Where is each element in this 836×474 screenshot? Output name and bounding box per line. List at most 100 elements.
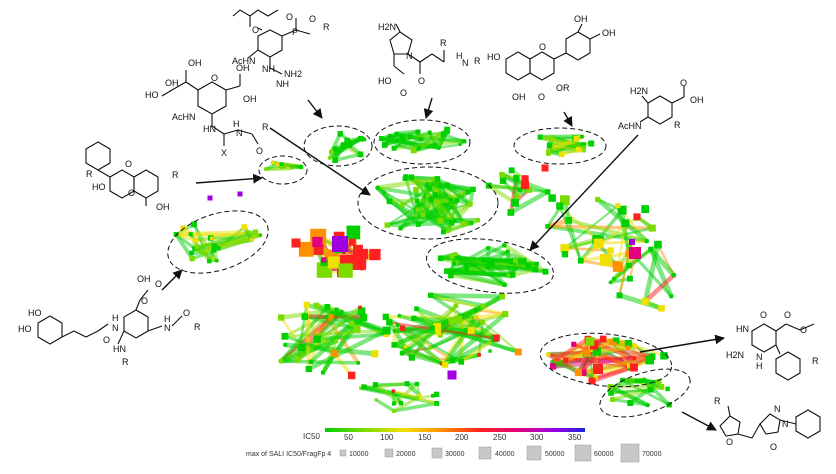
size-legend-value: 50000 — [545, 451, 565, 458]
cluster-ellipse-aminobenzoic — [426, 238, 554, 294]
network-node — [549, 135, 555, 141]
atom-label: O — [726, 437, 733, 447]
network-node — [440, 131, 447, 138]
network-edge — [415, 132, 444, 152]
network-node — [599, 335, 607, 343]
network-node — [403, 344, 408, 349]
structure-caffeic: HO HO OH O O H N O HN R O H N R — [18, 274, 201, 367]
network-node — [437, 146, 441, 150]
network-edge — [642, 242, 661, 304]
size-legend-value: 30000 — [445, 451, 465, 458]
network-node — [339, 310, 344, 314]
network-node — [474, 316, 478, 320]
network-node — [488, 349, 492, 353]
network-edge — [392, 343, 447, 366]
network-node — [392, 408, 396, 413]
network-node — [305, 365, 312, 373]
arrow-quercetin — [563, 111, 573, 127]
network-edge — [442, 311, 508, 367]
atom-label: N — [406, 51, 413, 61]
network-node — [448, 219, 455, 226]
network-node — [357, 307, 366, 315]
network-node — [464, 266, 470, 271]
atom-label: HO — [92, 182, 106, 192]
network-node — [435, 329, 441, 336]
network-node — [414, 213, 418, 217]
atom-label: R — [194, 322, 201, 332]
network-node — [294, 356, 301, 363]
network-node — [453, 252, 458, 256]
network-edge — [545, 224, 649, 243]
network-node — [415, 199, 420, 203]
atom-label: OH — [165, 78, 179, 88]
atom-label: O — [155, 279, 162, 289]
network-node — [508, 167, 515, 174]
network-edge — [441, 201, 473, 235]
network-node — [588, 140, 595, 147]
size-legend-swatch — [431, 447, 443, 459]
network-node — [344, 137, 350, 144]
network-edge — [437, 143, 462, 149]
network-edge — [428, 292, 505, 299]
network-node — [629, 239, 635, 245]
network-node — [610, 397, 615, 402]
size-legend-value: 70000 — [642, 451, 662, 458]
atom-label: O — [760, 310, 767, 320]
network-node — [449, 253, 455, 259]
network-node — [480, 319, 486, 325]
network-node — [400, 325, 406, 331]
cluster-ellipse-caffeic — [167, 210, 269, 274]
atom-label: O — [256, 146, 263, 156]
network-node — [391, 342, 397, 348]
network-node — [417, 146, 422, 150]
network-node — [448, 317, 456, 325]
structure-flavone: R O HO R O OH — [85, 141, 179, 212]
structure-pyrazolone: R O N N O — [714, 396, 821, 452]
network-node — [608, 280, 613, 284]
network-node — [400, 202, 405, 208]
network-node — [521, 181, 529, 189]
network-node — [252, 229, 259, 235]
network-node — [386, 198, 393, 205]
cluster-ellipse-proline — [373, 119, 471, 165]
network-node — [348, 238, 356, 246]
atom-label: R — [440, 38, 447, 48]
network-node — [428, 186, 433, 191]
network-node — [298, 164, 303, 169]
network-node — [542, 268, 549, 275]
network-edge — [550, 360, 598, 380]
network-node — [480, 303, 486, 309]
network-node — [454, 303, 459, 308]
atom-label: O — [141, 296, 148, 306]
network-edge — [616, 292, 665, 311]
network-edge — [283, 334, 337, 355]
atom-label: HN — [203, 124, 216, 134]
network-edge — [486, 245, 528, 262]
atom-label: R — [812, 356, 819, 366]
arrow-aminobenzoic — [529, 134, 639, 251]
atom-label: R — [474, 56, 481, 66]
network-node — [362, 137, 367, 142]
network-edge — [400, 319, 454, 355]
network-node — [633, 344, 638, 349]
network-edge — [391, 389, 439, 406]
network-node — [369, 248, 381, 261]
network-node — [575, 146, 581, 152]
network-node — [608, 390, 614, 396]
network-node — [437, 255, 444, 262]
network-node — [558, 151, 565, 158]
atom-label: R — [323, 22, 330, 32]
atom-label: O — [400, 88, 407, 98]
network-node — [593, 364, 603, 374]
network-node — [271, 161, 275, 165]
network-node — [358, 135, 364, 142]
network-edge — [436, 177, 470, 194]
network-node — [429, 325, 435, 331]
cluster-ellipse-quercetin — [513, 127, 607, 165]
network-node — [433, 188, 439, 194]
structure-phosphonate: O P O R O AcHN NH NH2 NH — [232, 9, 330, 89]
network-node — [658, 384, 665, 390]
network-edge — [597, 239, 649, 245]
network-node — [467, 201, 473, 207]
network-node — [321, 257, 327, 263]
